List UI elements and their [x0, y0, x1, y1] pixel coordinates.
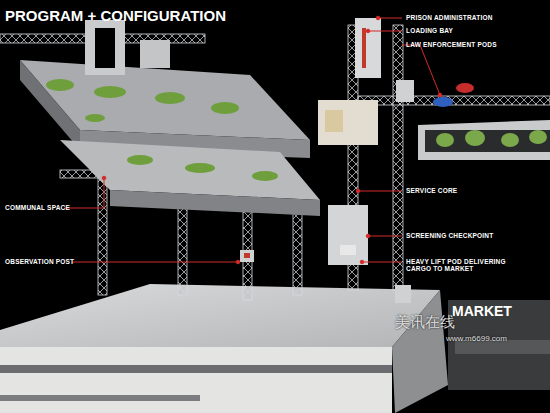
watermark: www.m6699.com [446, 334, 507, 343]
communal-floors [20, 20, 320, 216]
leader-lines [64, 16, 442, 264]
callout-label: OBSERVATION POST [5, 258, 74, 265]
diagram-title: PROGRAM + CONFIGURATION [5, 7, 226, 24]
callout-label: SCREENING CHECKPOINT [406, 232, 493, 239]
callout-label: COMMUNAL SPACE [5, 204, 70, 211]
truss-columns [0, 25, 550, 300]
callout-label: LAW ENFORCEMENT PODS [406, 41, 497, 48]
callout-label: LOADING BAY [406, 27, 453, 34]
watermark: 美讯在线 [395, 313, 455, 330]
right-planting-box [418, 120, 550, 160]
market-label: MARKET [452, 303, 512, 319]
green-planting [46, 79, 278, 181]
market-front [0, 347, 392, 413]
callout-label: HEAVY LIFT POD DELIVERING CARGO TO MARKE… [406, 258, 510, 273]
market-side [392, 290, 448, 413]
market-roof [0, 284, 440, 347]
callout-label: SERVICE CORE [406, 187, 457, 194]
callout-label: PRISON ADMINISTRATION [406, 14, 493, 21]
